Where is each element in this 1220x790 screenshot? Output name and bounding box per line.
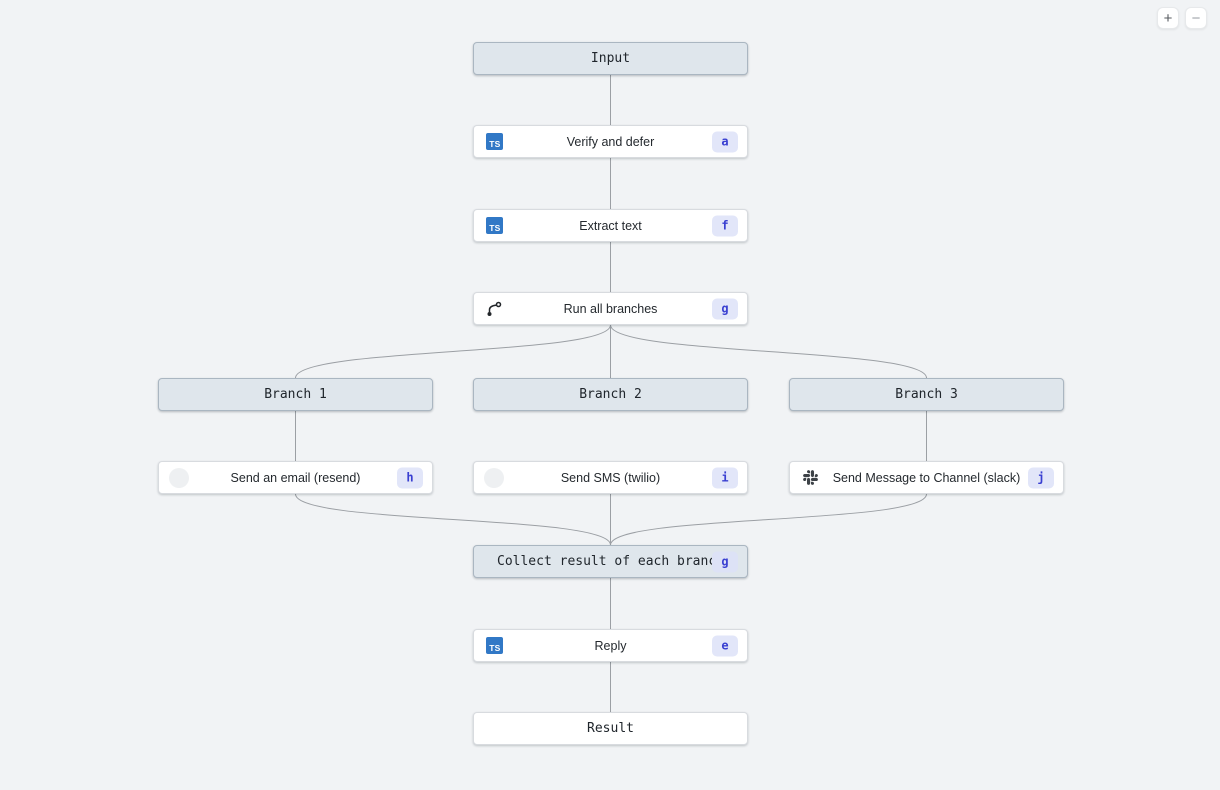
- node-label: Branch 1: [264, 387, 327, 402]
- node-result[interactable]: Result: [473, 712, 748, 745]
- node-label: Run all branches: [563, 301, 658, 316]
- node-input[interactable]: Input: [473, 42, 748, 75]
- node-label: Collect result of each branch: [497, 554, 724, 569]
- node-send-email-resend[interactable]: Send an email (resend) h: [158, 461, 433, 494]
- node-verify-and-defer[interactable]: TS Verify and defer a: [473, 125, 748, 158]
- branch-icon: [484, 299, 504, 319]
- step-key-badge: e: [712, 635, 738, 656]
- resend-icon: [169, 467, 189, 488]
- node-label: Input: [590, 51, 631, 66]
- step-key-badge: a: [712, 131, 738, 152]
- node-extract-text[interactable]: TS Extract text f: [473, 209, 748, 242]
- node-label: Branch 3: [895, 387, 958, 402]
- node-reply[interactable]: TS Reply e: [473, 629, 748, 662]
- node-branch-3[interactable]: Branch 3: [789, 378, 1064, 411]
- node-send-message-slack[interactable]: Send Message to Channel (slack) j: [789, 461, 1064, 494]
- node-branch-1[interactable]: Branch 1: [158, 378, 433, 411]
- node-label: Send an email (resend): [230, 470, 361, 485]
- typescript-icon: TS: [484, 132, 504, 152]
- node-label: Branch 2: [579, 387, 642, 402]
- step-key-badge: f: [712, 215, 738, 236]
- node-branch-2[interactable]: Branch 2: [473, 378, 748, 411]
- node-label: Verify and defer: [566, 134, 655, 149]
- zoom-out-button[interactable]: −: [1185, 7, 1207, 29]
- node-label: Send SMS (twilio): [560, 470, 661, 485]
- node-label: Reply: [594, 638, 627, 653]
- step-key-badge: g: [712, 298, 738, 319]
- typescript-icon-text: TS: [485, 217, 503, 234]
- twilio-icon: [484, 467, 504, 488]
- node-label: Send Message to Channel (slack): [832, 470, 1021, 485]
- zoom-controls: + −: [1157, 7, 1207, 29]
- typescript-icon: TS: [484, 636, 504, 656]
- node-label: Result: [587, 721, 634, 736]
- node-send-sms-twilio[interactable]: Send SMS (twilio) i: [473, 461, 748, 494]
- typescript-icon-text: TS: [485, 133, 503, 150]
- step-key-badge: h: [397, 467, 423, 488]
- slack-icon: [800, 468, 820, 488]
- zoom-in-button[interactable]: +: [1157, 7, 1179, 29]
- node-run-all-branches[interactable]: Run all branches g: [473, 292, 748, 325]
- step-key-badge: i: [712, 467, 738, 488]
- node-label: Extract text: [579, 218, 642, 233]
- step-key-badge: g: [712, 551, 738, 572]
- node-collect-result[interactable]: Collect result of each branch g: [473, 545, 748, 578]
- step-key-badge: j: [1028, 467, 1054, 488]
- typescript-icon: TS: [484, 216, 504, 236]
- typescript-icon-text: TS: [485, 637, 503, 654]
